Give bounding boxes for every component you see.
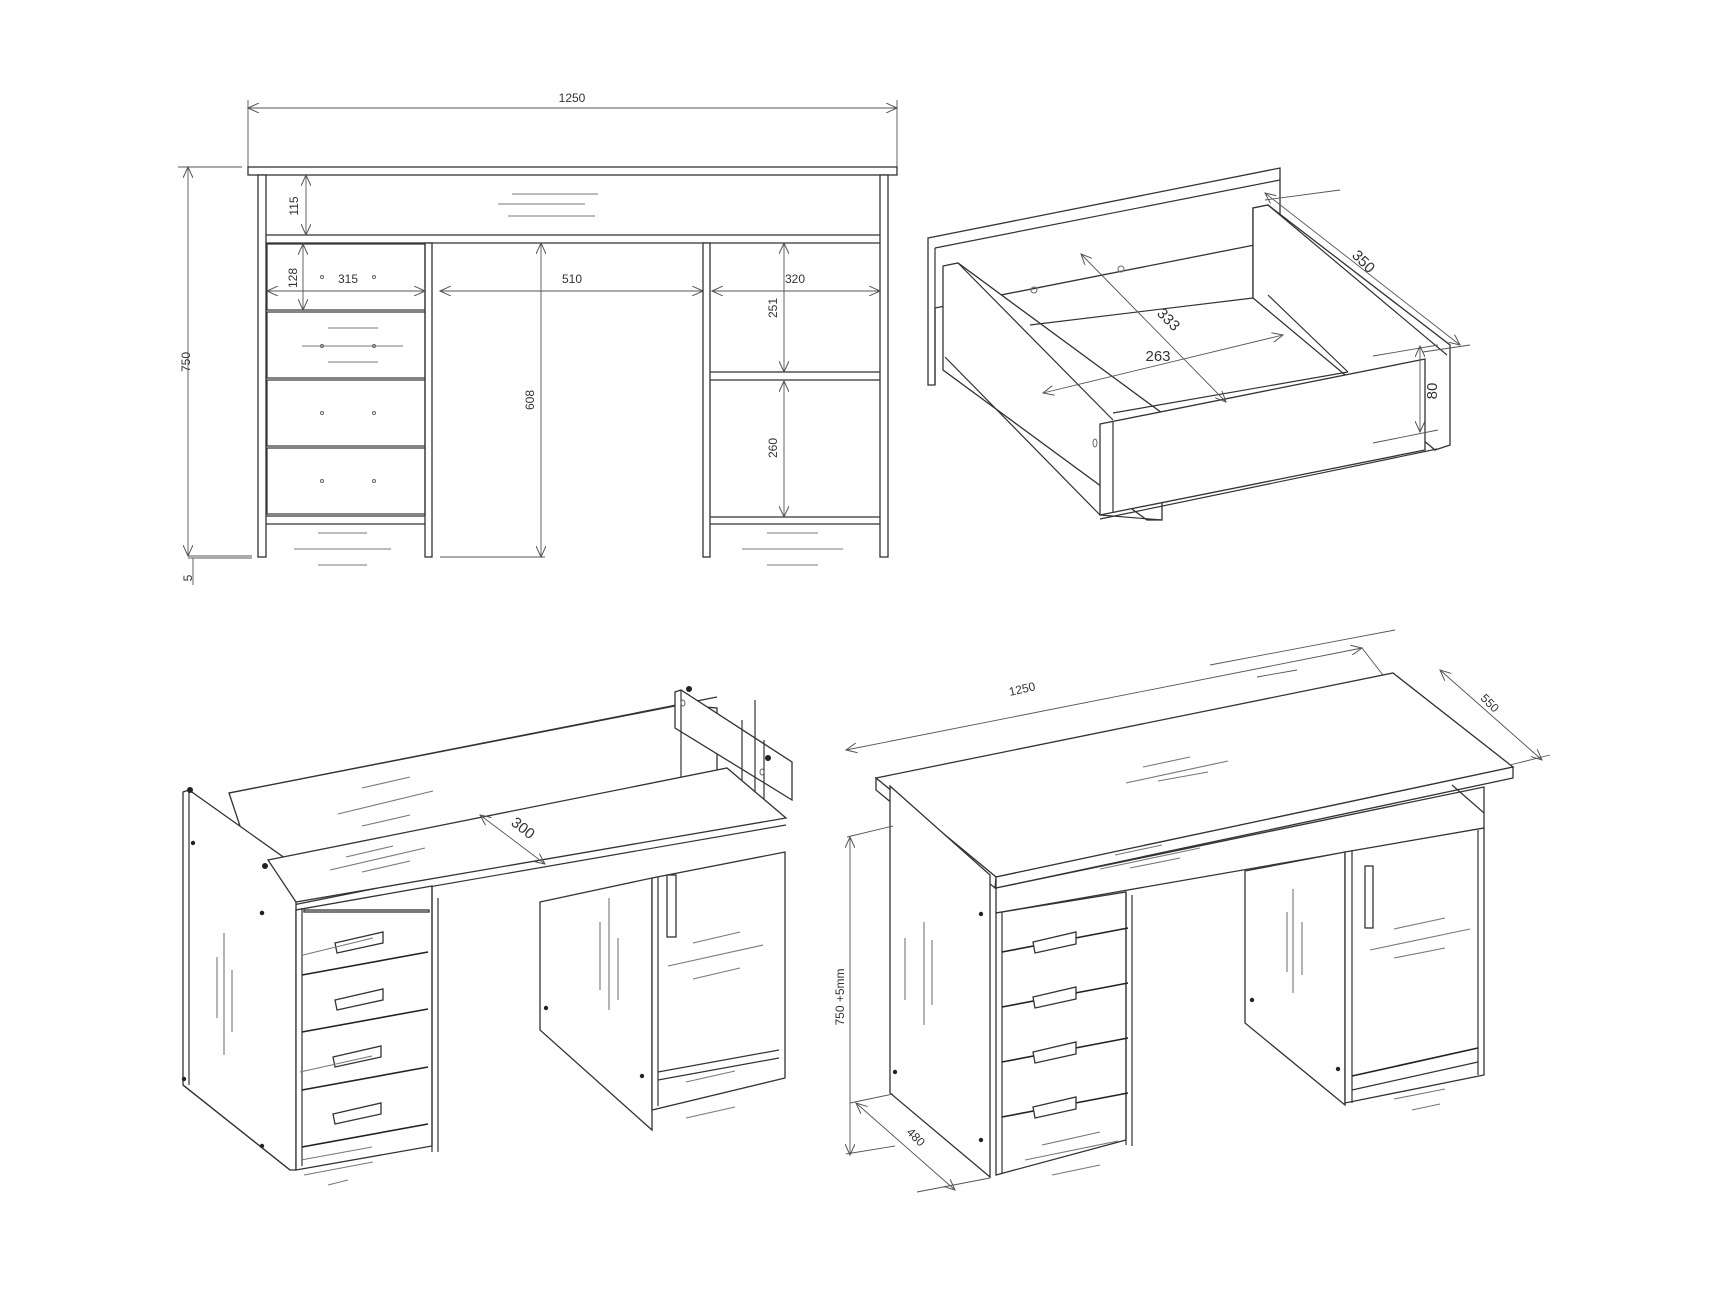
dim-lower-compartment-label: 260 <box>766 438 780 458</box>
dim-drawer-height-label: 80 <box>1424 383 1441 400</box>
dim-desk-height-label: 750 +5mm <box>833 968 847 1025</box>
dim-desk-depth-label: 550 <box>1478 691 1502 715</box>
dim-desk-width-label: 1250 <box>1008 679 1037 699</box>
dim-height-label: 750 <box>179 352 193 372</box>
dim-width-label: 1250 <box>559 91 586 105</box>
assembled-iso: 1250 550 <box>833 629 1551 1193</box>
open-frame-iso: 300 <box>181 686 793 1186</box>
drawer-detail: 333 263 350 80 <box>927 167 1471 521</box>
dim-small-drawer-label: 128 <box>286 268 300 288</box>
dim-side-depth-label: 480 <box>904 1125 928 1149</box>
dim-drawer-width-label: 315 <box>338 272 358 286</box>
dim-top-drawer-label: 115 <box>287 196 301 215</box>
dim-knee-height-label: 608 <box>523 390 537 410</box>
front-elevation: 1250 750 5 115 128 <box>178 91 897 585</box>
dim-drawer-inner-width-label: 263 <box>1145 348 1170 365</box>
dim-upper-compartment-label: 251 <box>766 298 780 318</box>
dim-knee-width-label: 510 <box>562 272 582 286</box>
dim-foot-gap-label: 5 <box>181 574 195 581</box>
dim-cabinet-width-label: 320 <box>785 272 805 286</box>
